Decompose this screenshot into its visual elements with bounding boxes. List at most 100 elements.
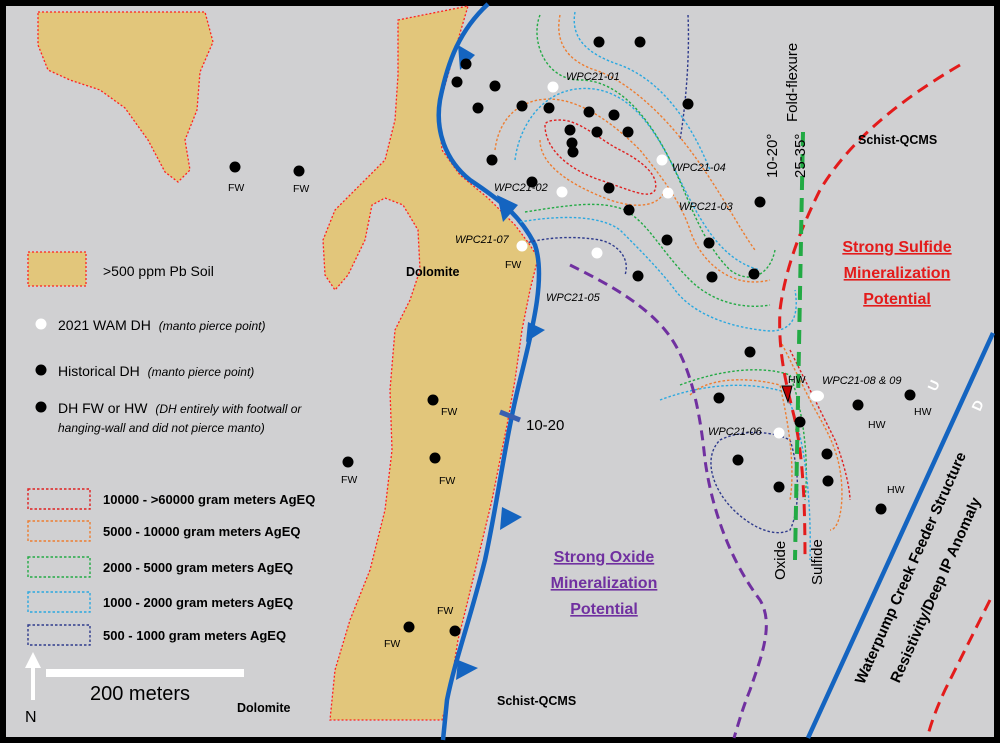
hist-dh — [744, 346, 756, 358]
wam-dh-wpc21-08 — [810, 390, 824, 402]
hw-arrow-icon — [781, 385, 793, 404]
soil-nw-polygon — [37, 11, 214, 183]
hist-dh — [754, 196, 766, 208]
wam-dh-wpc21-06 — [773, 427, 785, 439]
wam-dh-wpc21-05 — [591, 247, 603, 259]
hist-dh — [449, 625, 461, 637]
hist-dh — [516, 100, 528, 112]
hist-dh — [342, 456, 354, 468]
label-wpc21-04: WPC21-04 — [672, 162, 726, 174]
tag-fw: FW — [505, 259, 521, 271]
hist-dh — [486, 154, 498, 166]
tag-hw: HW — [868, 419, 886, 431]
tag-fw: FW — [341, 474, 357, 486]
zone-sulfide-line1: Strong Sulfide — [842, 239, 951, 256]
hist-dh — [608, 109, 620, 121]
hist-dh — [489, 80, 501, 92]
hist-dh — [593, 36, 605, 48]
hist-dh — [567, 146, 579, 158]
legend-fwhw-marker — [35, 401, 47, 413]
label-fault-dip: 10-20 — [526, 417, 564, 434]
legend-wam-marker — [35, 318, 47, 330]
unit-dolomite-s: Dolomite — [237, 701, 291, 715]
legend-soil-label: >500 ppm Pb Soil — [103, 263, 214, 279]
legend-hist-marker — [35, 364, 47, 376]
legend-c1-swatch — [27, 488, 91, 510]
hist-dh — [632, 270, 644, 282]
hist-dh — [661, 234, 673, 246]
hist-dh — [822, 475, 834, 487]
wam-dh-wpc21-03 — [662, 187, 674, 199]
legend-c5-label: 500 - 1000 gram meters AgEQ — [103, 628, 286, 643]
legend-c3-label: 2000 - 5000 gram meters AgEQ — [103, 560, 293, 575]
hist-dh — [403, 621, 415, 633]
hist-dh — [622, 126, 634, 138]
hist-dh — [293, 165, 305, 177]
thrust-fault — [436, 2, 545, 741]
hist-dh — [706, 271, 718, 283]
hist-dh — [634, 36, 646, 48]
hist-dh — [875, 503, 887, 515]
tag-fw: FW — [228, 182, 244, 194]
zone-oxide-line2: Mineralization — [551, 575, 658, 592]
label-dip-2535: 25-35° — [792, 134, 809, 178]
legend-c4-label: 1000 - 2000 gram meters AgEQ — [103, 595, 293, 610]
hist-dh — [682, 98, 694, 110]
legend-c2-label: 5000 - 10000 gram meters AgEQ — [103, 524, 301, 539]
hist-dh — [429, 452, 441, 464]
oxide-boundary — [569, 263, 768, 739]
unit-dolomite-nw: Dolomite — [406, 265, 460, 279]
hist-dh — [852, 399, 864, 411]
hist-dh — [591, 126, 603, 138]
hist-dh — [603, 182, 615, 194]
legend-soil-swatch — [27, 251, 87, 287]
tag-hw: HW — [887, 484, 905, 496]
label-wpc21-03: WPC21-03 — [679, 201, 734, 213]
hist-dh — [773, 481, 785, 493]
wam-dh-wpc21-01 — [547, 81, 559, 93]
legend-c2-swatch — [27, 520, 91, 542]
north-arrow: N — [25, 652, 41, 726]
hist-dh — [451, 76, 463, 88]
tag-hw: HW — [788, 374, 806, 386]
hist-dh — [472, 102, 484, 114]
hist-dh — [732, 454, 744, 466]
legend: >500 ppm Pb Soil 2021 WAM DH (manto pier… — [27, 251, 315, 646]
legend-c5-swatch — [27, 624, 91, 646]
feeder-structure-line — [805, 332, 996, 739]
tag-hw: HW — [914, 406, 932, 418]
unit-schist-s: Schist-QCMS — [497, 694, 576, 708]
hist-dh — [526, 176, 538, 188]
scale-bar: 200 meters — [46, 669, 244, 705]
hist-dh — [748, 268, 760, 280]
hist-dh — [543, 102, 555, 114]
wam-2021-drill-holes — [516, 81, 824, 439]
zone-sulfide-line2: Mineralization — [844, 265, 951, 282]
label-wpc21-01: WPC21-01 — [566, 71, 620, 83]
hist-dh — [703, 237, 715, 249]
label-fold-flexure: Fold-flexure — [784, 43, 801, 122]
legend-hist-label: Historical DH (manto pierce point) — [58, 363, 254, 379]
unit-schist-ne: Schist-QCMS — [858, 133, 937, 147]
scale-label: 200 meters — [90, 683, 190, 705]
wam-dh-wpc21-02 — [556, 186, 568, 198]
tag-fw: FW — [293, 183, 309, 195]
tag-fw: FW — [437, 605, 453, 617]
wam-dh-wpc21-04 — [656, 154, 668, 166]
hist-dh — [229, 161, 241, 173]
tag-fw: FW — [439, 475, 455, 487]
hist-dh — [904, 389, 916, 401]
north-label: N — [25, 709, 37, 726]
tag-fw: FW — [441, 406, 457, 418]
hist-dh — [821, 448, 833, 460]
fold-flexure-line — [793, 131, 805, 561]
label-wpc21-02: WPC21-02 — [494, 182, 548, 194]
red-structures — [778, 63, 992, 736]
north-arrow-icon — [25, 652, 41, 668]
label-oxide: Oxide — [772, 541, 789, 580]
hist-dh — [623, 204, 635, 216]
zone-oxide-line1: Strong Oxide — [554, 549, 655, 566]
label-sulfide: Sulfide — [809, 539, 826, 585]
tag-fw: FW — [384, 638, 400, 650]
